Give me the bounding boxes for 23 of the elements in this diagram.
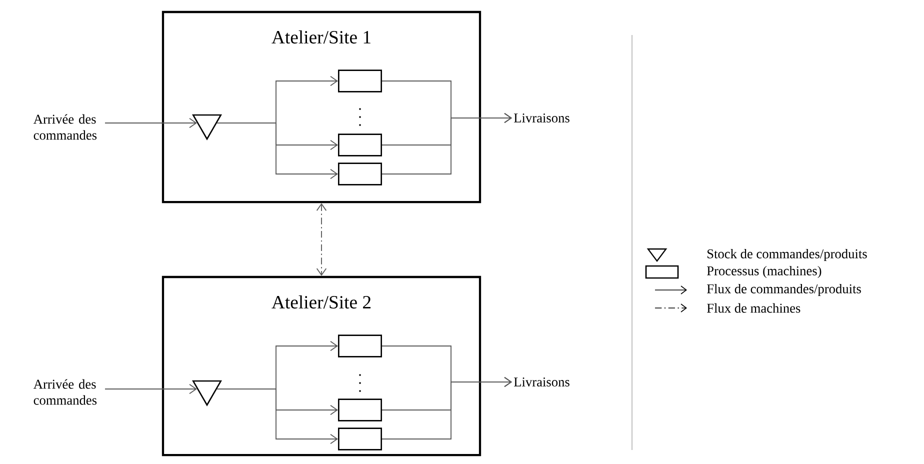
machine-box (338, 134, 382, 156)
flow-arrow (104, 384, 197, 394)
flow-label: Arrivée des commandes (33, 114, 97, 140)
flow-label: Arrivée des commandes (33, 379, 97, 405)
flow-arrow (216, 122, 338, 180)
legend-text: Flux de commandes/produits (706, 284, 861, 296)
flow-label: Livraisons (514, 378, 570, 386)
flow-arrow (382, 376, 512, 440)
site-box: Atelier/Site 1 (162, 10, 482, 204)
machine-box (338, 428, 382, 450)
machine-box (338, 162, 382, 186)
machine-box (338, 334, 382, 358)
machine-flow-arrow (316, 203, 327, 276)
flow-label: Livraisons (514, 114, 570, 122)
legend-text: Stock de commandes/produits (708, 248, 867, 262)
legend-text: Flux de machines (706, 303, 800, 313)
flow-arrow (104, 118, 197, 128)
site-box: Atelier/Site 2 (162, 276, 482, 456)
legend-text: Processus (machines) (706, 266, 822, 278)
flow-arrow (382, 112, 512, 174)
machine-box (338, 398, 382, 422)
flow-arrow (216, 388, 338, 444)
machine-box (338, 70, 382, 92)
